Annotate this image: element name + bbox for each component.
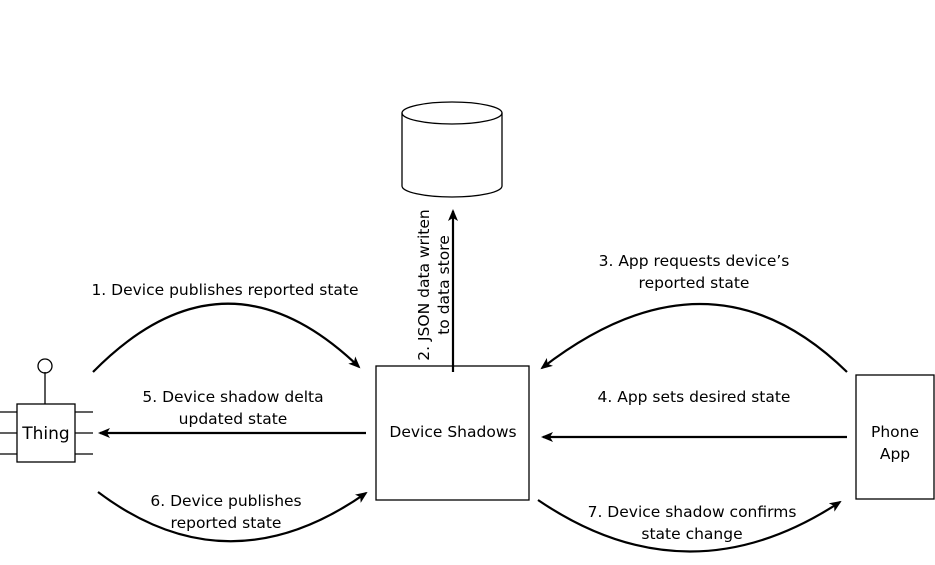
thing-box: [16, 403, 76, 463]
step-7-line-1: 7. Device shadow confirms: [588, 503, 797, 521]
arrow-step-6: [97, 491, 368, 543]
arrow-step-7: [537, 499, 842, 553]
data-store-cylinder: [401, 101, 503, 198]
step-2-line-1: 2. JSON data writen: [415, 209, 433, 360]
device-shadows-box: [375, 365, 530, 501]
step-4-label: 4. App sets desired state: [598, 388, 791, 406]
arrow-step-1: [92, 302, 361, 373]
step-6-line-1: 6. Device publishes: [150, 492, 301, 510]
step-6-label: 6. Device publishes reported state: [150, 492, 301, 532]
step-7-label: 7. Device shadow confirms state change: [588, 503, 797, 543]
phone-app-label-line-2: App: [880, 445, 910, 463]
step-5-line-2: updated state: [179, 410, 288, 428]
step-3-line-2: reported state: [639, 274, 750, 292]
step-5-label: 5. Device shadow delta updated state: [142, 388, 323, 428]
step-2-line-2: to data store: [435, 235, 453, 335]
step-7-line-2: state change: [641, 525, 742, 543]
antenna-icon: [37, 358, 53, 374]
step-1-label: 1. Device publishes reported state: [91, 281, 358, 299]
thing-node: Thing: [0, 358, 93, 463]
step-3-label: 3. App requests device’s reported state: [599, 252, 790, 292]
step-3-line-1: 3. App requests device’s: [599, 252, 790, 270]
phone-app-node: Phone App: [855, 374, 935, 500]
step-5-line-1: 5. Device shadow delta: [142, 388, 323, 406]
device-shadows-node: Device Shadows: [375, 365, 530, 501]
thing-label: Thing: [21, 424, 69, 444]
step-2-label: 2. JSON data writen to data store: [415, 209, 453, 360]
step-6-line-2: reported state: [171, 514, 282, 532]
phone-app-box: [855, 374, 935, 500]
device-shadows-label: Device Shadows: [389, 423, 516, 441]
phone-app-label-line-1: Phone: [871, 423, 919, 441]
step-1-line-1: 1. Device publishes reported state: [91, 281, 358, 299]
arrow-step-3: [540, 302, 848, 373]
step-4-line-1: 4. App sets desired state: [598, 388, 791, 406]
